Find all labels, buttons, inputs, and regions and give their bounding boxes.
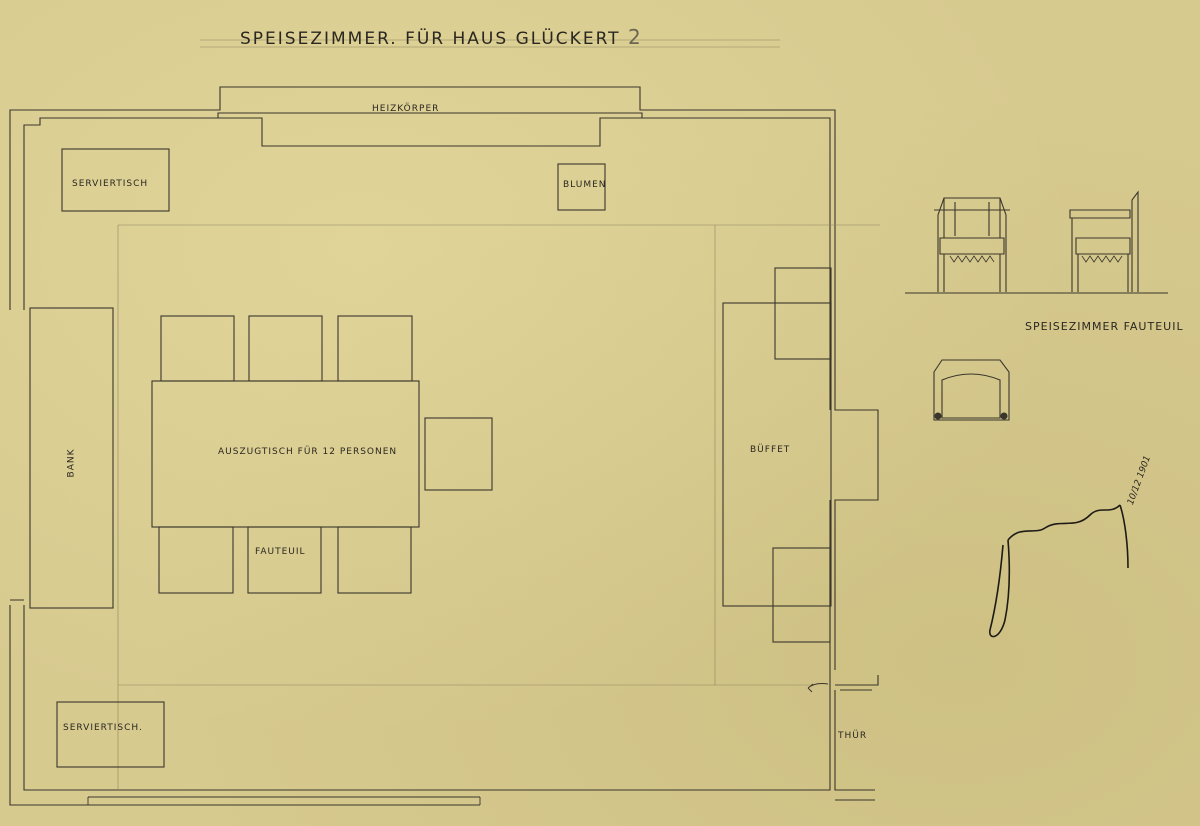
label-serviertisch-bottom: Serviertisch.	[63, 723, 143, 733]
bank	[29, 307, 114, 609]
serviertisch-bottom	[56, 701, 165, 768]
label-blumen: Blumen	[563, 180, 607, 190]
label-fauteuil-detail: Speisezimmer Fauteuil	[1025, 320, 1184, 333]
right-wall-lower	[834, 675, 879, 801]
chair-top-1	[160, 315, 235, 382]
chair-bottom-1	[158, 526, 234, 594]
label-heizkoerper: Heizkörper	[372, 104, 440, 114]
room-outer-wall	[9, 86, 879, 670]
buffet	[722, 302, 832, 607]
fauteuil-front-view	[934, 197, 1010, 292]
label-auszugtisch: Auszugtisch für 12 Personen	[218, 447, 398, 457]
buffet-chair-top	[774, 267, 832, 360]
title-text: Speisezimmer. für Haus Glückert	[240, 29, 621, 49]
left-wall-lower	[9, 599, 480, 806]
fauteuil-plan-view	[933, 359, 1010, 421]
label-serviertisch-top: Serviertisch	[72, 179, 149, 189]
label-buffet: Büffet	[750, 445, 791, 455]
label-fauteuil: Fauteuil	[255, 547, 306, 557]
label-bank: Bank	[66, 448, 77, 478]
fauteuil-side-view	[1069, 190, 1139, 292]
construction-lines	[117, 224, 880, 790]
serviertisch-top	[61, 148, 170, 212]
label-thuer: Thür	[838, 731, 868, 741]
signature	[989, 504, 1129, 638]
chair-bottom-2	[247, 526, 322, 594]
room-inner-wall	[23, 112, 831, 791]
door-arrow	[807, 683, 829, 693]
blumen-stand	[557, 163, 606, 211]
radiator-outline	[205, 117, 655, 147]
side-stool	[424, 417, 493, 491]
window-sill	[87, 796, 481, 805]
title-number: 2	[627, 25, 643, 49]
chair-top-2	[248, 315, 323, 382]
buffet-chair-bottom	[772, 547, 831, 643]
chair-bottom-3	[337, 526, 412, 594]
chair-top-3	[337, 315, 413, 382]
title-guide-line	[200, 39, 780, 48]
sheet-title: Speisezimmer. für Haus Glückert 2	[240, 25, 643, 49]
